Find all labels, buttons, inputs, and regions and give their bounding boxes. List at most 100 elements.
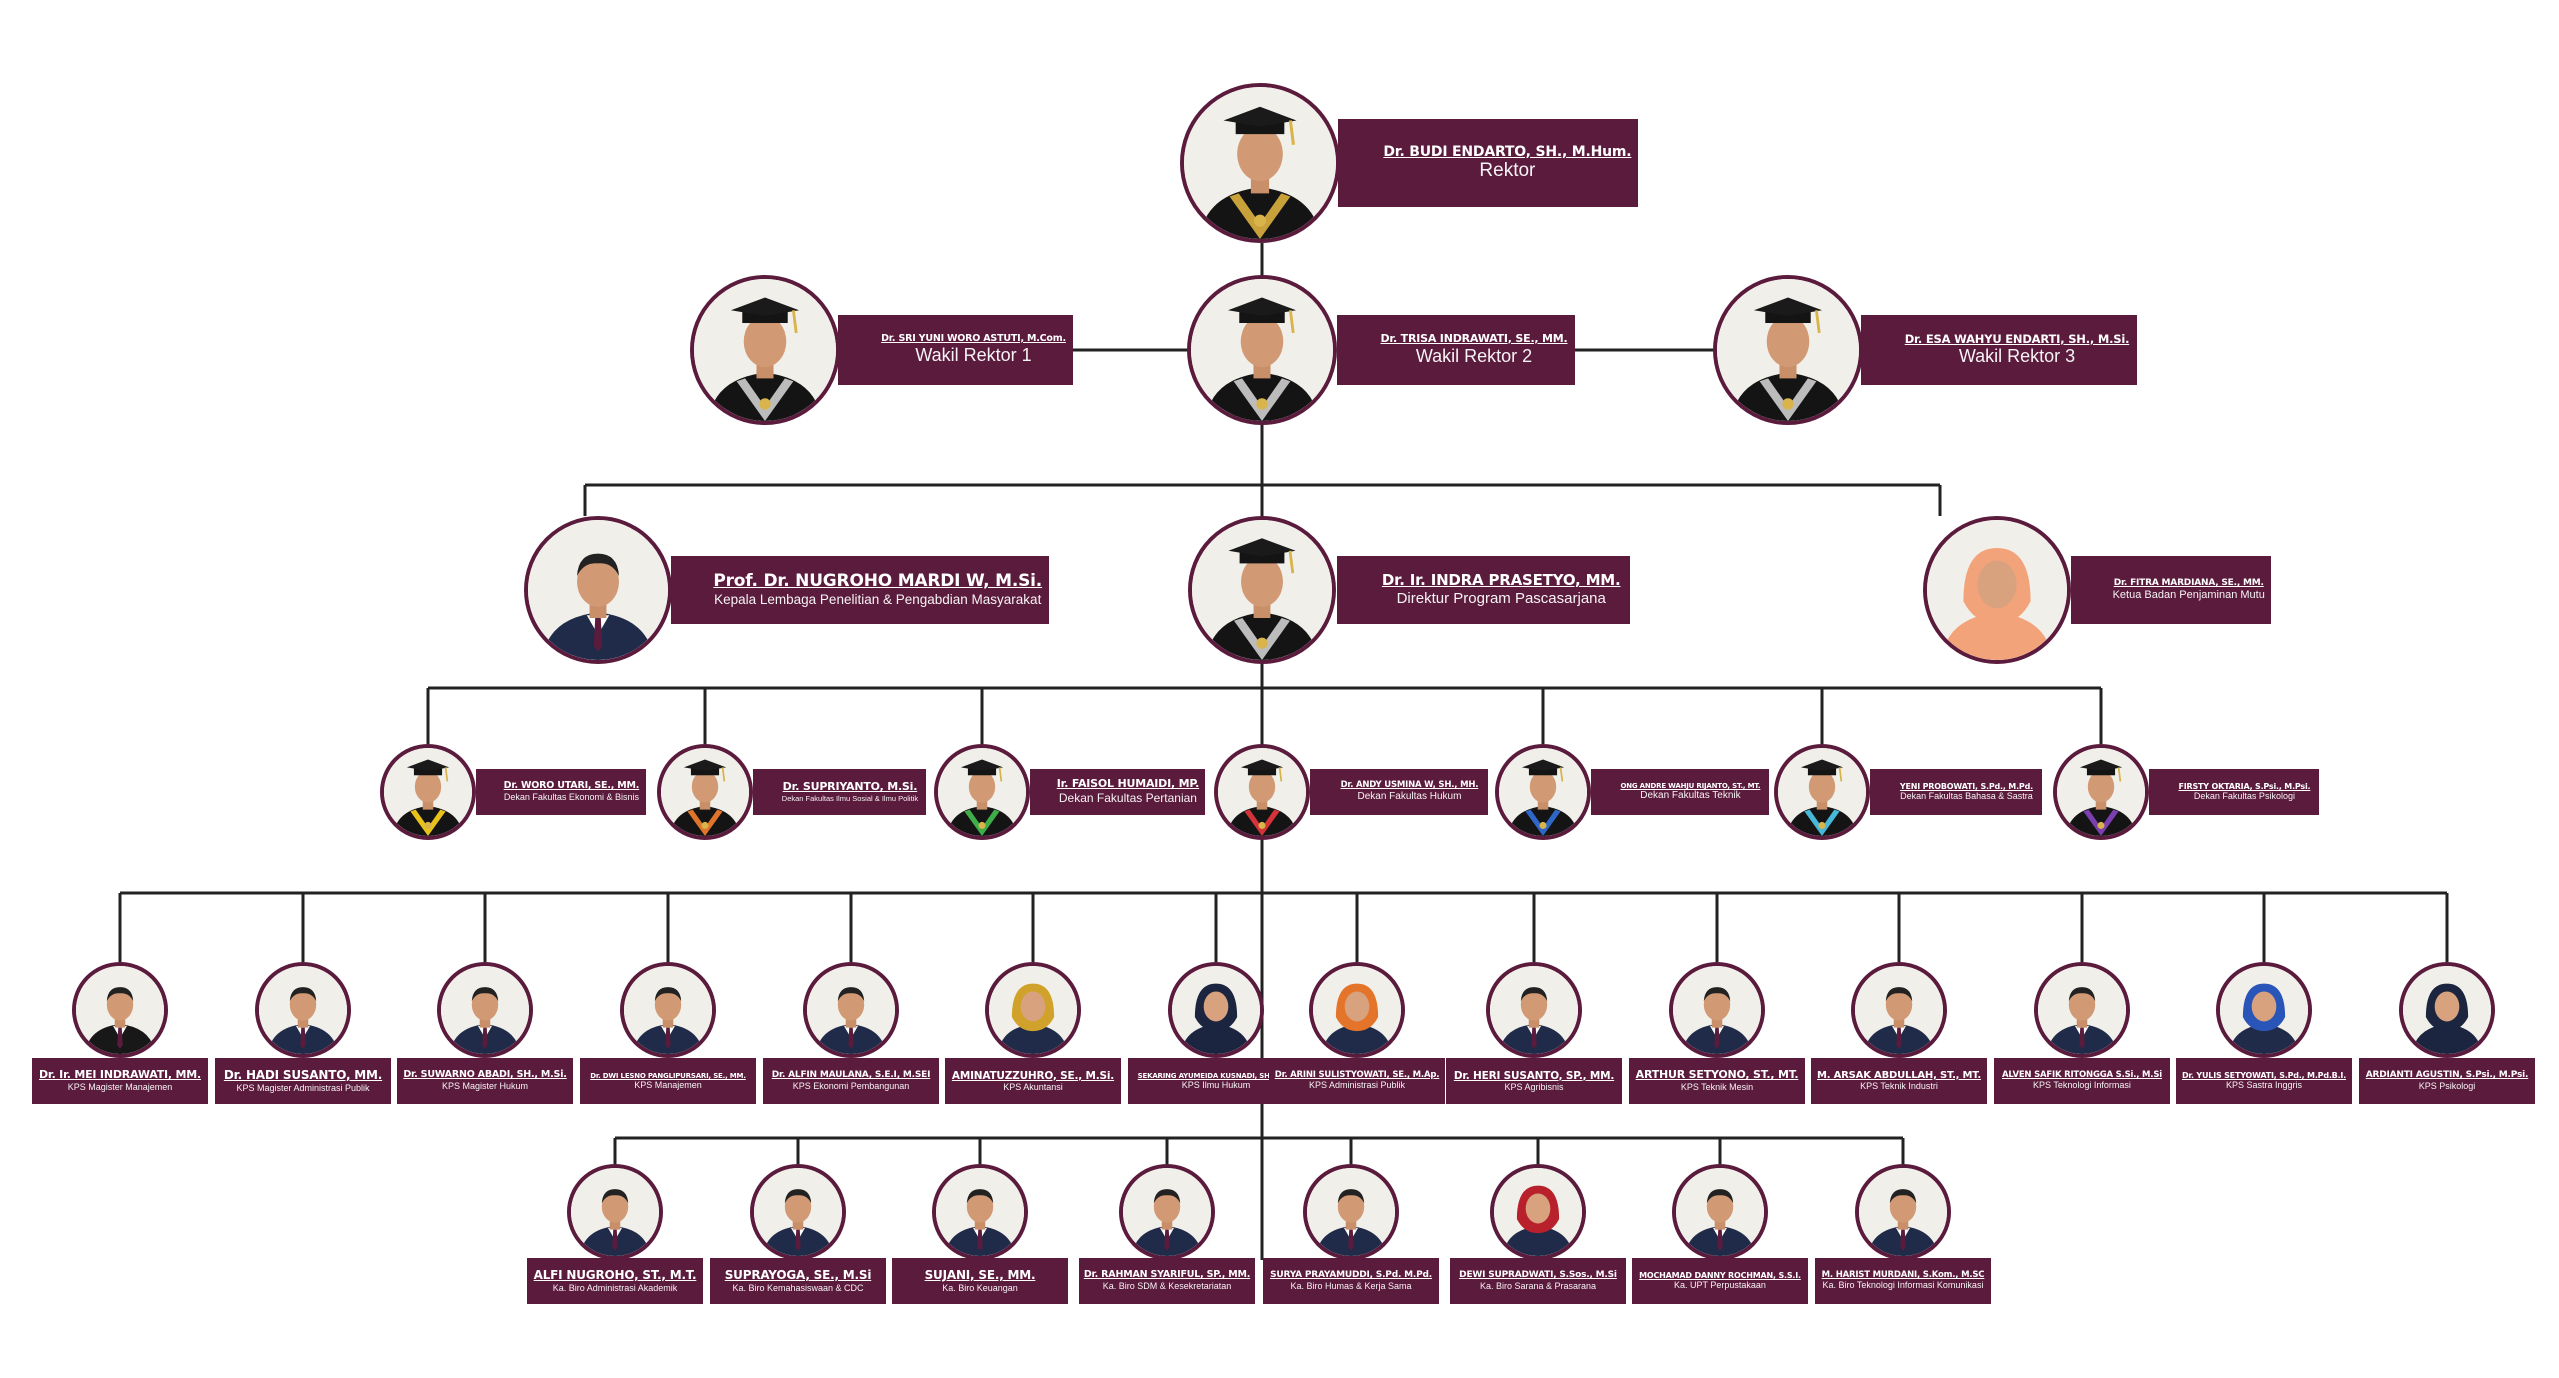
name-plate: Dr. SRI YUNI WORO ASTUTI, M.Com.Wakil Re… xyxy=(838,315,1073,385)
portrait-photo xyxy=(690,275,840,425)
name-plate: Dr. Ir. MEI INDRAWATI, MM.KPS Magister M… xyxy=(32,1058,208,1104)
portrait-figure xyxy=(2038,966,2126,1054)
portrait-photo xyxy=(1486,962,1582,1058)
person-role: KPS Teknologi Informasi xyxy=(2033,1080,2131,1091)
portrait-photo xyxy=(750,1164,846,1260)
portrait-figure xyxy=(1855,966,1943,1054)
person-name: M. ARSAK ABDULLAH, ST., MT. xyxy=(1817,1069,1981,1081)
name-plate: Prof. Dr. NUGROHO MARDI W, M.Si.Kepala L… xyxy=(671,556,1049,624)
portrait-figure xyxy=(1191,279,1333,421)
person-role: KPS Administrasi Publik xyxy=(1308,1080,1406,1091)
person-role: Dekan Fakultas Pertanian xyxy=(1058,791,1197,806)
portrait-photo xyxy=(1672,1164,1768,1260)
portrait-figure xyxy=(989,966,1077,1054)
person-role: Ka. Biro SDM & Kesekretariatan xyxy=(1102,1281,1232,1292)
person-role: Ka. Biro Kemahasiswaan & CDC xyxy=(732,1282,864,1293)
portrait-figure xyxy=(1494,1168,1582,1256)
portrait-photo xyxy=(657,744,753,840)
portrait-photo xyxy=(1180,83,1340,243)
person-name: Dr. SRI YUNI WORO ASTUTI, M.Com. xyxy=(881,332,1066,344)
person-role: KPS Teknik Industri xyxy=(1860,1081,1938,1092)
portrait-photo xyxy=(1214,744,1310,840)
person-name: SURYA PRAYAMUDDI, S.Pd. M.Pd. xyxy=(1270,1270,1432,1281)
name-plate: SUJANI, SE., MM.Ka. Biro Keuangan xyxy=(892,1258,1068,1304)
person-role: Dekan Fakultas Teknik xyxy=(1640,790,1741,802)
name-plate: Dr. ANDY USMINA W, SH., MH.Dekan Fakulta… xyxy=(1310,769,1488,815)
name-plate: AMINATUZZUHRO, SE., M.Si.KPS Akuntansi xyxy=(945,1058,1121,1104)
portrait-photo xyxy=(2053,744,2149,840)
person-name: Dr. BUDI ENDARTO, SH., M.Hum. xyxy=(1383,143,1632,160)
person-role: Dekan Fakultas Ilmu Sosial & Ilmu Politi… xyxy=(781,793,919,803)
name-plate: Dr. ESA WAHYU ENDARTI, SH., M.Si.Wakil R… xyxy=(1861,315,2137,385)
person-role: Ka. Biro Keuangan xyxy=(942,1282,1018,1293)
name-plate: Dr. RAHMAN SYARIFUL, SP., MM.Ka. Biro SD… xyxy=(1079,1258,1255,1304)
name-plate: Dr. SUPRIYANTO, M.Si.Dekan Fakultas Ilmu… xyxy=(753,769,926,815)
name-plate: Dr. DWI LESNO PANGLIPURSARI, SE., MM.KPS… xyxy=(580,1058,756,1104)
portrait-figure xyxy=(1313,966,1401,1054)
portrait-photo xyxy=(1774,744,1870,840)
portrait-figure xyxy=(2403,966,2491,1054)
person-role: KPS Sastra Inggris xyxy=(2225,1080,2303,1091)
person-name: Dr. HADI SUSANTO, MM. xyxy=(223,1067,383,1082)
portrait-photo xyxy=(1923,516,2071,664)
portrait-photo xyxy=(1187,275,1337,425)
person-role: KPS Ilmu Hukum xyxy=(1181,1079,1251,1090)
person-name: MOCHAMAD DANNY ROCHMAN, S.S.I. xyxy=(1639,1271,1801,1280)
person-name: Dr. ALFIN MAULANA, S.E.I, M.SEI xyxy=(771,1070,931,1081)
portrait-figure xyxy=(661,748,749,836)
person-role: Ka. Biro Sarana & Prasarana xyxy=(1479,1280,1597,1291)
person-name: Ir. FAISOL HUMAIDI, MP. xyxy=(1056,777,1200,791)
person-role: KPS Magister Hukum xyxy=(441,1081,529,1092)
person-name: Dr. ESA WAHYU ENDARTI, SH., M.Si. xyxy=(1904,331,2130,346)
portrait-figure xyxy=(2057,748,2145,836)
portrait-photo xyxy=(255,962,351,1058)
person-name: Dr. ANDY USMINA W, SH., MH. xyxy=(1340,780,1479,791)
person-role: KPS Manajemen xyxy=(634,1079,702,1090)
name-plate: MOCHAMAD DANNY ROCHMAN, S.S.I.Ka. UPT Pe… xyxy=(1632,1258,1808,1304)
person-name: AMINATUZZUHRO, SE., M.Si. xyxy=(951,1069,1115,1082)
person-name: Dr. SUWARNO ABADI, SH., M.Si. xyxy=(403,1069,567,1081)
portrait-photo xyxy=(2399,962,2495,1058)
portrait-figure xyxy=(1184,87,1336,239)
portrait-photo xyxy=(437,962,533,1058)
portrait-figure xyxy=(936,1168,1024,1256)
portrait-photo xyxy=(2216,962,2312,1058)
person-role: Ka. Biro Administrasi Akademik xyxy=(552,1282,678,1293)
person-role: Kepala Lembaga Penelitian & Pengabdian M… xyxy=(714,591,1042,607)
person-name: ARDIANTI AGUSTIN, S.Psi., M.Psi. xyxy=(2365,1070,2529,1081)
portrait-figure xyxy=(1218,748,1306,836)
portrait-figure xyxy=(938,748,1026,836)
name-plate: Dr. ARINI SULISTYOWATI, SE., M.Ap.KPS Ad… xyxy=(1269,1058,1445,1104)
person-role: Ka. UPT Perpustakaan xyxy=(1674,1280,1766,1291)
person-name: Dr. Ir. MEI INDRAWATI, MM. xyxy=(38,1068,202,1082)
portrait-figure xyxy=(1307,1168,1395,1256)
portrait-photo xyxy=(1495,744,1591,840)
person-role: Dekan Fakultas Hukum xyxy=(1357,790,1462,802)
portrait-figure xyxy=(1676,1168,1764,1256)
name-plate: YENI PROBOWATI, S.Pd., M.Pd.Dekan Fakult… xyxy=(1870,769,2042,815)
person-name: SUPRAYOGA, SE., M.Si xyxy=(724,1267,872,1282)
portrait-figure xyxy=(1859,1168,1947,1256)
person-role: KPS Agribisnis xyxy=(1504,1081,1564,1092)
person-role: Ka. Biro Humas & Kerja Sama xyxy=(1290,1280,1412,1291)
portrait-photo xyxy=(1309,962,1405,1058)
person-role: Ketua Badan Penjaminan Mutu xyxy=(2112,588,2265,601)
portrait-figure xyxy=(1490,966,1578,1054)
portrait-photo xyxy=(932,1164,1028,1260)
person-role: Wakil Rektor 1 xyxy=(915,344,1032,365)
person-role: Rektor xyxy=(1479,159,1536,181)
person-name: Prof. Dr. NUGROHO MARDI W, M.Si. xyxy=(713,571,1043,592)
person-role: KPS Magister Manajemen xyxy=(67,1081,173,1092)
name-plate: Dr. Ir. INDRA PRASETYO, MM.Direktur Prog… xyxy=(1337,556,1630,624)
name-plate: SURYA PRAYAMUDDI, S.Pd. M.Pd.Ka. Biro Hu… xyxy=(1263,1258,1439,1304)
name-plate: Dr. YULIS SETYOWATI, S.Pd., M.Pd.B.I.KPS… xyxy=(2176,1058,2352,1104)
portrait-photo xyxy=(1188,516,1336,664)
portrait-figure xyxy=(528,520,668,660)
portrait-photo xyxy=(934,744,1030,840)
person-role: KPS Psikologi xyxy=(2418,1080,2476,1091)
name-plate: ALFI NUGROHO, ST., M.T.Ka. Biro Administ… xyxy=(527,1258,703,1304)
portrait-photo xyxy=(524,516,672,664)
